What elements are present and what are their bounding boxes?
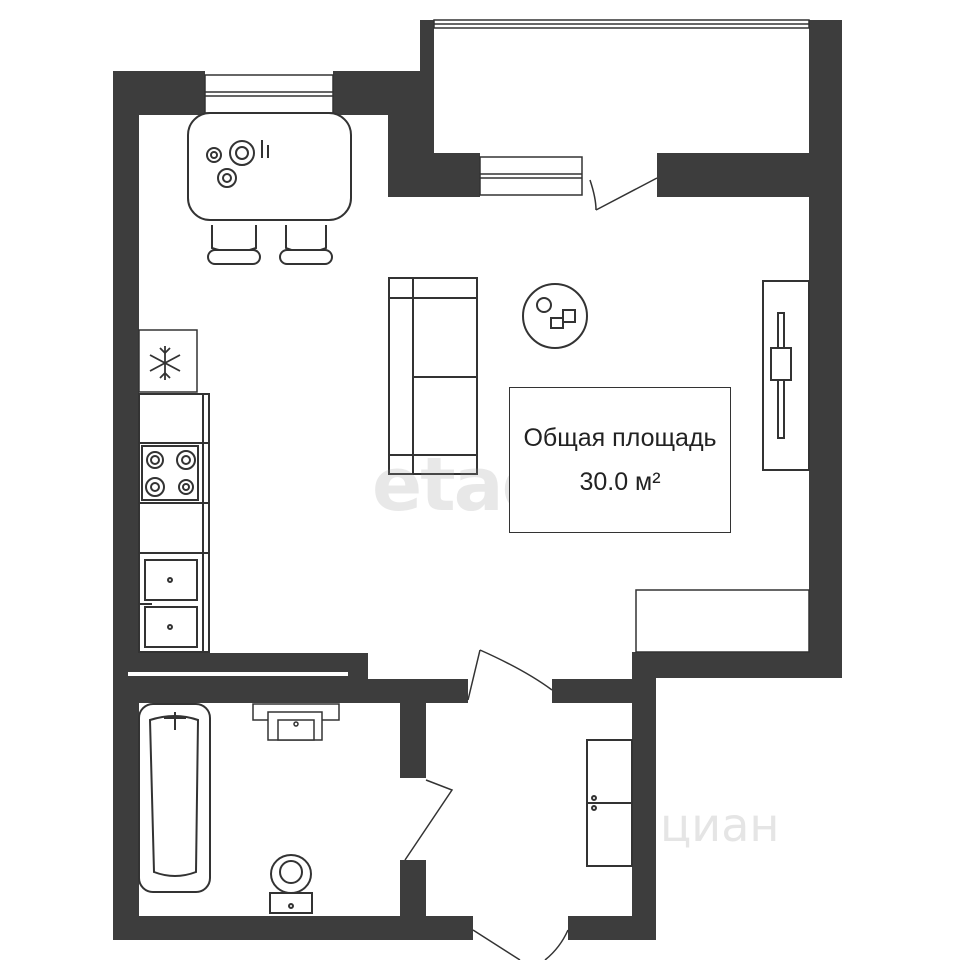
door-bath xyxy=(404,779,454,861)
dining-table xyxy=(187,112,352,221)
wall-left xyxy=(113,71,139,940)
wall-bottom-left xyxy=(113,916,473,940)
sofa-icon xyxy=(388,277,478,475)
wall-bottom-right xyxy=(568,916,656,940)
chair-right xyxy=(285,225,327,253)
doors xyxy=(404,177,658,960)
area-label-box: Общая площадь 30.0 м² xyxy=(509,387,731,533)
door-balcony xyxy=(589,177,658,211)
window-balcony-inner xyxy=(479,156,583,196)
toilet-icon xyxy=(269,854,313,914)
kitchen-counter xyxy=(138,393,210,653)
wall-right xyxy=(809,190,842,678)
wall-hall-top-right xyxy=(552,679,656,703)
area-value: 30.0 м² xyxy=(579,468,661,496)
sink-icon xyxy=(140,559,198,648)
wall-bath-top2 xyxy=(113,679,468,703)
wall-balcony-bottom-right xyxy=(657,153,842,197)
door-entrance xyxy=(472,929,569,960)
stove-burner-icon xyxy=(141,445,199,501)
door-room xyxy=(467,649,553,701)
bath-sink xyxy=(252,703,340,741)
chair-left xyxy=(211,225,257,253)
wall-top-left xyxy=(113,71,205,115)
chairs xyxy=(207,225,333,265)
snowflake-icon xyxy=(149,346,181,380)
wall-balcony-left xyxy=(420,20,434,180)
fridge xyxy=(138,329,198,393)
tv-icon xyxy=(762,280,810,471)
cabinet xyxy=(635,589,810,653)
wall-balcony-bottom-left xyxy=(430,153,480,197)
wall-right-step xyxy=(632,652,842,678)
walls xyxy=(113,20,842,940)
wardrobe-icon xyxy=(586,739,633,867)
wall-partition-upper xyxy=(400,703,426,778)
area-label: Общая площадь xyxy=(523,424,717,452)
bathtub-icon xyxy=(138,703,211,893)
window-kitchen xyxy=(204,74,334,114)
windows xyxy=(204,19,810,196)
plant-icon xyxy=(522,283,588,349)
